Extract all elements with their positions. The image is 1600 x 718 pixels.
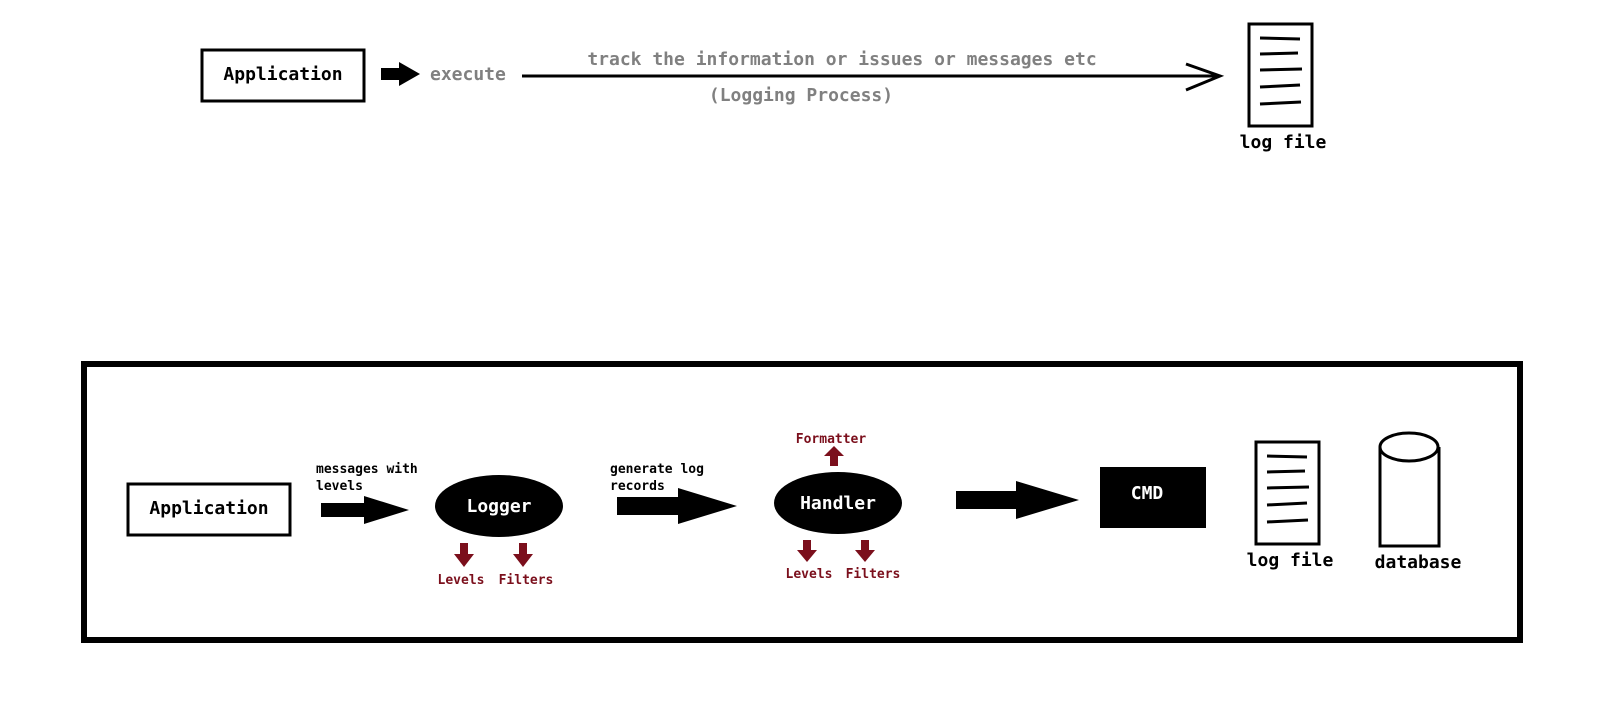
logging-process-label: (Logging Process) [709,85,893,106]
cmd-label: CMD [1131,483,1164,504]
top-log-file-label: log file [1240,132,1327,153]
handler-filters-arrow [855,540,875,562]
bottom-frame [81,361,1523,643]
bottom-application-box [126,482,292,537]
formatter-arrow [824,446,844,466]
generate-label-line2: records [610,479,665,494]
messages-label-line2: levels [316,479,363,494]
execute-label: execute [430,64,506,85]
database-icon [1378,431,1441,548]
generate-records-arrow [617,488,737,524]
track-label: track the information or issues or messa… [587,49,1096,70]
formatter-label: Formatter [796,432,867,447]
logger-levels-arrow [454,543,474,567]
bottom-log-file-label: log file [1247,550,1334,571]
handler-label: Handler [800,493,876,514]
top-execute-arrow [381,62,420,86]
top-log-file-icon [1247,22,1314,128]
bottom-application-label: Application [149,498,268,519]
handler-node [774,472,902,534]
top-application-box [200,48,366,103]
bottom-log-file-icon [1254,440,1321,546]
logger-levels-label: Levels [438,573,485,588]
generate-label-line1: generate log [610,462,704,477]
output-arrow [956,481,1079,519]
logger-filters-arrow [513,543,533,567]
database-label: database [1375,552,1462,573]
logger-filters-label: Filters [499,573,554,588]
handler-levels-arrow [797,540,817,562]
messages-arrow [321,496,409,524]
handler-levels-label: Levels [786,567,833,582]
handler-filters-label: Filters [846,567,901,582]
cmd-box [1100,467,1206,528]
bottom-flow: Application messages with levels Logger … [81,361,1523,643]
logger-node [435,475,563,537]
logger-label: Logger [466,496,531,517]
top-flow: Application execute track the informatio… [200,22,1327,153]
top-application-label: Application [223,64,342,85]
logging-process-arrow-head [1185,62,1225,92]
messages-label-line1: messages with [316,462,418,477]
